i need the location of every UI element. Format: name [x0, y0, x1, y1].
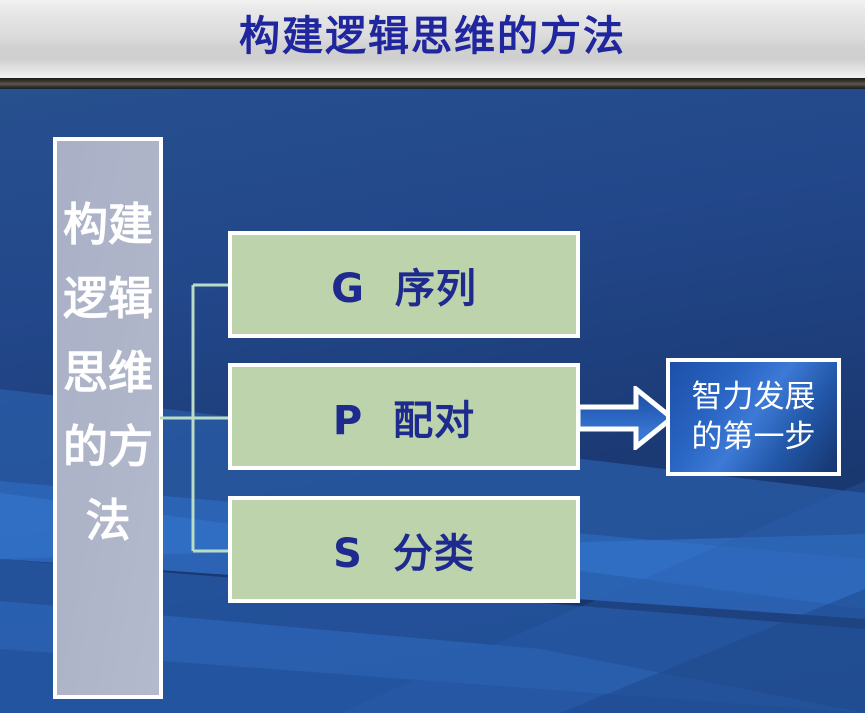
- right-arrow-icon: [578, 386, 674, 450]
- method-box-g[interactable]: G 序列: [228, 231, 580, 338]
- sidebar-title-box[interactable]: 构建 逻辑 思维 的方 法: [53, 137, 163, 699]
- result-box[interactable]: 智力发展 的第一步: [666, 358, 841, 476]
- sidebar-title-label: 构建 逻辑 思维 的方 法: [62, 198, 153, 547]
- result-label: 智力发展 的第一步: [691, 379, 816, 455]
- header-divider: [0, 78, 865, 89]
- method-box-s[interactable]: S 分类: [228, 496, 580, 603]
- method-label-s: S 分类: [333, 530, 475, 577]
- method-label-g: G 序列: [331, 265, 477, 312]
- slide-header: 构建逻辑思维的方法: [0, 0, 865, 78]
- method-box-p[interactable]: P 配对: [228, 363, 580, 470]
- method-label-p: P 配对: [332, 397, 476, 444]
- page-title: 构建逻辑思维的方法: [239, 12, 626, 60]
